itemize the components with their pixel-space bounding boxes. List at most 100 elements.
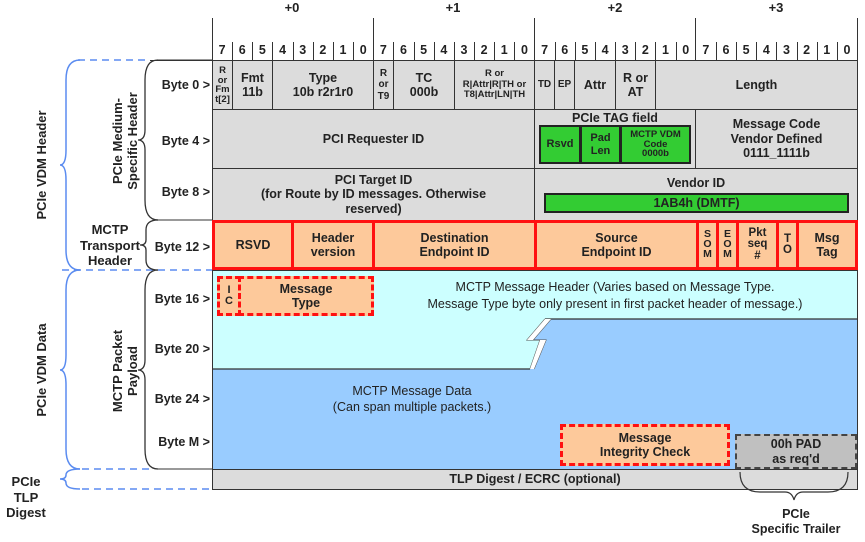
bit-number: 7 [379, 43, 387, 57]
bit-number: 0 [359, 43, 367, 57]
field-pci-requester-id: PCI Requester ID [212, 109, 535, 169]
brace-pcie-vdm-header [59, 59, 81, 271]
bit-separator [474, 42, 476, 60]
field-pad-len: Pad Len [580, 125, 621, 164]
bit-number: 5 [420, 43, 428, 57]
message-data-note: MCTP Message Data (Can span multiple pac… [332, 384, 492, 415]
label-mctp-packet-payload: MCTP Packet Payload [110, 329, 140, 413]
field-msg-tag: Msg Tag [796, 220, 858, 270]
label-pcie-specific-trailer: PCIe Specific Trailer [751, 507, 841, 536]
row-label-byte-12: Byte 12 > [154, 240, 210, 254]
field-pad: 00h PAD as req'd [735, 434, 857, 469]
row-label-byte-4: Byte 4 > [161, 134, 210, 148]
bit-number: 1 [662, 43, 669, 57]
field-destination-endpoint-id: Destination Endpoint ID [372, 220, 537, 270]
bit-number: 7 [541, 43, 549, 57]
field-r-or-t9: R or T9 [373, 60, 394, 110]
bit-separator [272, 42, 274, 60]
field-tlp-digest: TLP Digest / ECRC (optional) [212, 469, 858, 490]
bit-separator [776, 42, 778, 60]
bit-number: 5 [581, 43, 589, 57]
byte-offset-1: +1 [445, 0, 461, 15]
bit-separator [494, 42, 496, 60]
bit-separator [796, 42, 798, 60]
bit-number: 7 [218, 43, 226, 57]
field-mctp-vdm-code: MCTP VDM Code 0000b [620, 125, 691, 164]
bit-separator [615, 42, 617, 60]
row-label-byte-16: Byte 16 > [154, 292, 210, 306]
bit-number: 4 [762, 43, 770, 57]
vendor-id-label: Vendor ID [666, 176, 726, 190]
vendor-id-value: 1AB4h (DMTF) [544, 193, 849, 213]
field-message-integrity-check: Message Integrity Check [560, 424, 730, 466]
bit-separator [756, 42, 758, 60]
field-source-endpoint-id: Source Endpoint ID [534, 220, 699, 270]
bit-number: 4 [440, 43, 448, 57]
bit-separator [574, 42, 576, 60]
bit-separator [433, 42, 435, 60]
field-message-type: Message Type [238, 276, 374, 316]
row-label-byte-24: Byte 24 > [154, 392, 210, 406]
brace-pcie-tlp-digest [59, 468, 81, 490]
bit-number: 7 [702, 43, 710, 57]
bit-number: 5 [258, 43, 266, 57]
bit-number: 5 [742, 43, 750, 57]
bit-separator [514, 42, 516, 60]
field-td: TD [534, 60, 555, 110]
bit-separator [554, 42, 556, 60]
bit-separator [252, 42, 254, 60]
byte-boundary-line [857, 18, 858, 60]
bit-number: 2 [319, 43, 327, 57]
bit-number: 6 [722, 43, 730, 57]
byte-boundary-line [212, 18, 213, 60]
bit-separator [594, 42, 596, 60]
bit-separator [453, 42, 455, 60]
field-message-code: Message Code Vendor Defined 0111_1111b [695, 109, 858, 169]
bit-number: 2 [641, 43, 649, 57]
bit-number: 0 [682, 43, 690, 57]
message-header-area [213, 271, 857, 370]
byte-boundary-line [373, 18, 374, 60]
field-type: Type 10b r2r1r0 [272, 60, 374, 110]
bit-separator [393, 42, 395, 60]
field-attr: Attr [574, 60, 616, 110]
bit-number: 1 [500, 43, 508, 57]
row-label-byte-m: Byte M > [158, 435, 210, 449]
brace-medium-specific-header [137, 59, 159, 221]
bit-separator [413, 42, 415, 60]
bit-number: 3 [299, 43, 307, 57]
field-pci-target-id: PCI Target ID (for Route by ID messages.… [212, 168, 535, 221]
bit-separator [816, 42, 818, 60]
bit-number: 6 [400, 43, 407, 57]
bit-number: 4 [279, 43, 287, 57]
field-r-or-fmt2: R or Fm t[2] [212, 60, 233, 110]
byte-offset-2: +2 [607, 0, 623, 15]
label-pcie-medium-specific-header: PCIe Medium- Specific Header [110, 92, 140, 190]
bit-number: 3 [782, 43, 790, 57]
label-pcie-vdm-header: PCIe VDM Header [34, 110, 49, 220]
label-mctp-transport-header: MCTP Transport Header [80, 222, 140, 269]
group-braces [59, 59, 212, 490]
field-r-attr-th: R or R|Attr|R|TH or T8|Attr|LN|TH [454, 60, 535, 110]
field-fmt: Fmt 11b [232, 60, 273, 110]
row-label-byte-0: Byte 0 > [161, 78, 210, 92]
bit-separator [635, 42, 637, 60]
bit-number: 0 [520, 43, 528, 57]
label-pcie-tlp-digest: PCIe TLP Digest [6, 474, 46, 521]
field-length: Length [655, 60, 858, 110]
row-label-byte-20: Byte 20 > [154, 342, 210, 356]
brace-packet-payload [137, 269, 159, 470]
label-pcie-vdm-data: PCIe VDM Data [34, 323, 49, 417]
bit-number: 6 [561, 43, 569, 57]
field-pkt-seq: Pkt seq # [736, 220, 779, 270]
byte-offset-3: +3 [768, 0, 784, 15]
bit-number: 2 [803, 43, 811, 57]
bit-number: 3 [460, 43, 468, 57]
bit-separator [836, 42, 838, 60]
bit-number: 6 [238, 43, 246, 57]
pcie-tag-field-label: PCIe TAG field [572, 111, 658, 125]
bit-separator [332, 42, 334, 60]
byte-boundary-line [695, 18, 696, 60]
bit-separator [353, 42, 355, 60]
bit-separator [655, 42, 657, 60]
